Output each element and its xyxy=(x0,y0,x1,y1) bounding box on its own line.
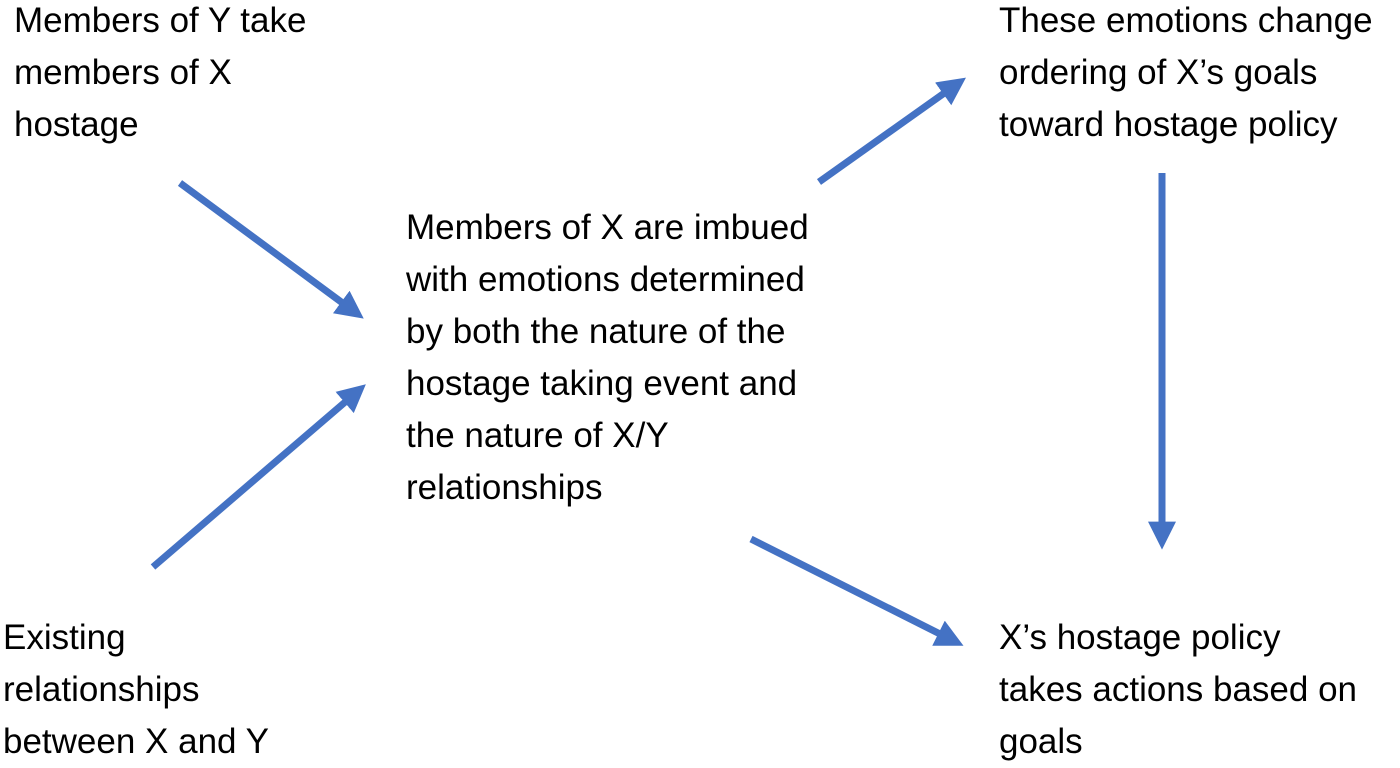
node-goals-reordering: These emotions change ordering of X’s go… xyxy=(999,0,1373,151)
node-line: hostage xyxy=(14,105,139,144)
arrow-hostage-to-emotions xyxy=(177,180,364,319)
node-line: X’s hostage policy xyxy=(999,618,1281,657)
node-line: relationships xyxy=(406,468,603,507)
node-hostage-taking: Members of Y take members of X hostage xyxy=(14,0,306,151)
node-line: the nature of X/Y xyxy=(406,416,669,455)
node-line: ordering of X’s goals xyxy=(999,53,1318,92)
node-line: toward hostage policy xyxy=(999,105,1338,144)
node-line: These emotions change xyxy=(999,1,1373,40)
node-existing-relationships: Existing relationships between X and Y xyxy=(3,612,269,768)
node-line: members of X xyxy=(14,53,232,92)
node-line: relationships xyxy=(3,670,200,709)
node-policy-actions: X’s hostage policy takes actions based o… xyxy=(999,612,1357,768)
node-line: with emotions determined xyxy=(406,260,805,299)
arrow-emotions-to-goals xyxy=(816,77,966,185)
node-line: Members of Y take xyxy=(14,1,307,40)
node-line: takes actions based on xyxy=(999,670,1358,709)
node-line: goals xyxy=(999,722,1083,761)
node-line: between X and Y xyxy=(3,722,269,761)
node-line: Members of X are imbued xyxy=(406,208,809,247)
arrow-emotions-to-policy xyxy=(749,535,964,646)
node-line: hostage taking event and xyxy=(406,364,798,403)
arrow-existing-to-emotions xyxy=(150,384,366,570)
node-line: Existing xyxy=(3,618,126,657)
node-emotions: Members of X are imbued with emotions de… xyxy=(406,202,809,514)
node-line: by both the nature of the xyxy=(406,312,786,351)
